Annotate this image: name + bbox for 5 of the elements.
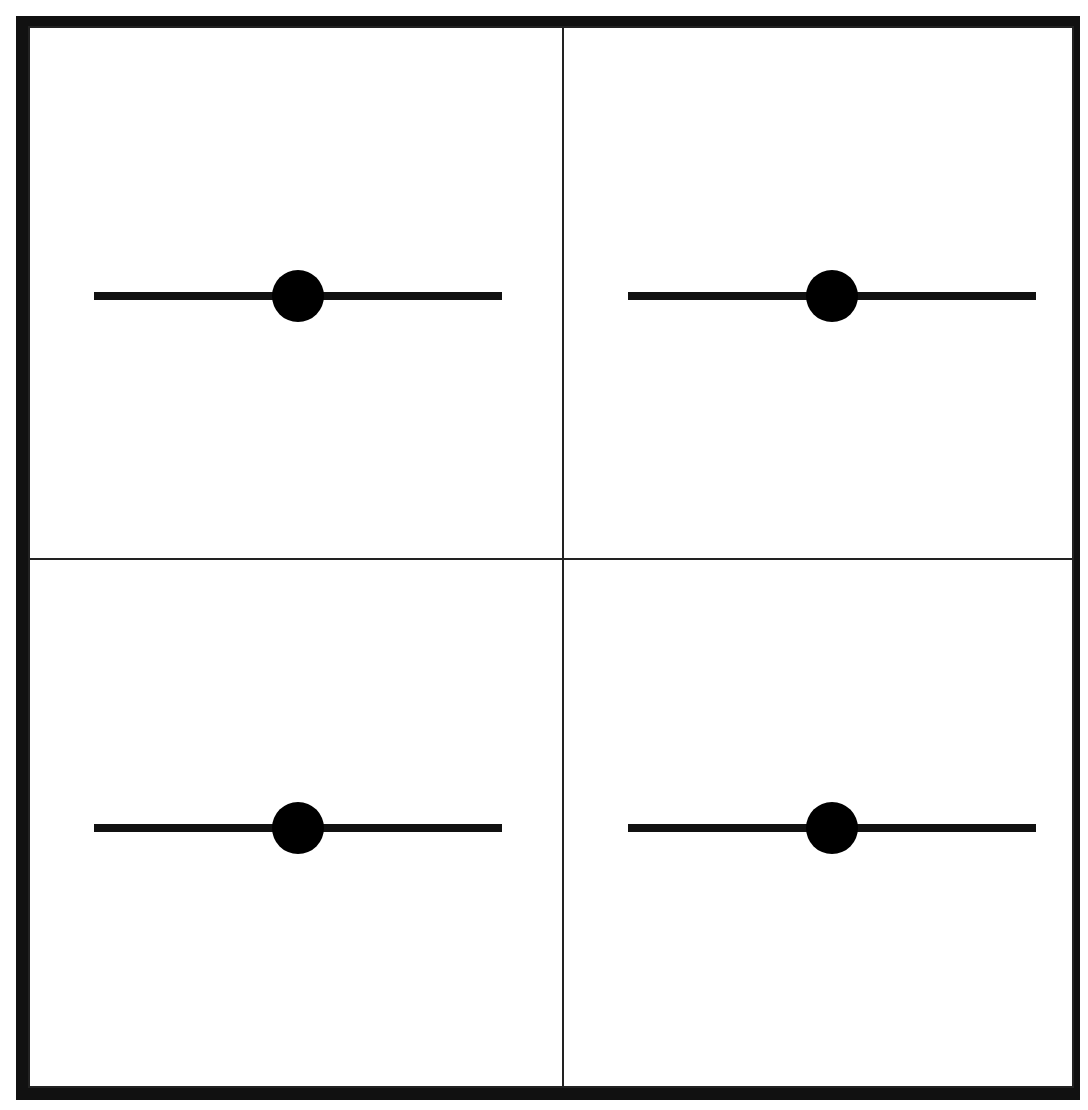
panel xyxy=(562,26,1074,560)
panel xyxy=(28,558,564,1088)
panel xyxy=(562,558,1074,1088)
frame xyxy=(16,16,1080,1100)
panel xyxy=(28,26,564,560)
